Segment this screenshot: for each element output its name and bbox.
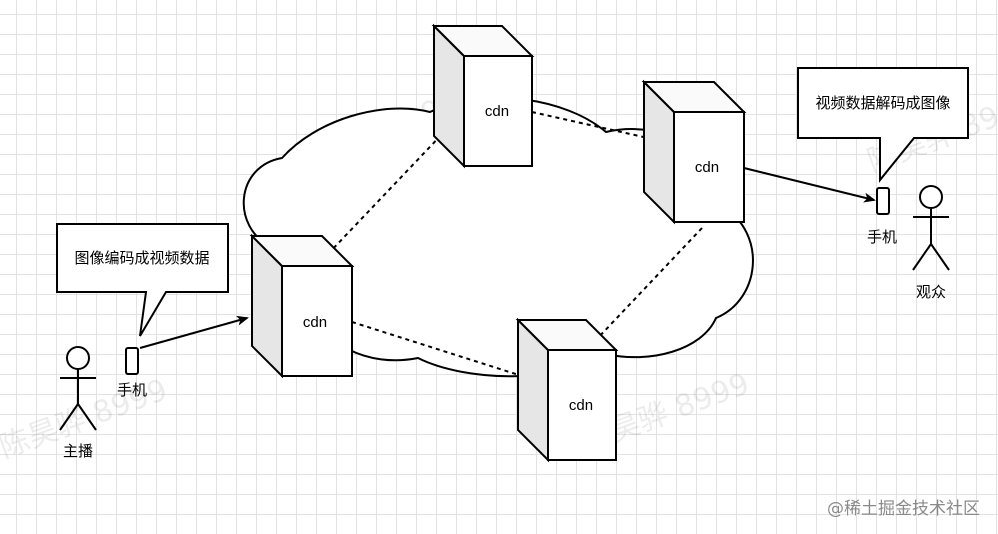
person-icon (66, 346, 90, 370)
streamer-figure (59, 346, 97, 431)
phone-label: 手机 (117, 382, 147, 399)
network-cloud (242, 96, 754, 378)
upload-arrow (139, 315, 249, 349)
phone-label: 手机 (867, 229, 897, 246)
cdn-node-left: cdn (249, 233, 355, 379)
person-icon (919, 185, 943, 209)
callout-text: 图像编码成视频数据 (74, 250, 209, 267)
streamer-label: 主播 (63, 443, 93, 460)
viewer-label: 观众 (916, 284, 946, 301)
viewer-phone: 手机 (867, 187, 897, 246)
link-left-bottom (351, 321, 523, 377)
cdn-label: cdn (569, 397, 593, 414)
cdn-node-bottom: cdn (515, 317, 619, 463)
callout-encode: 图像编码成视频数据 (56, 223, 229, 337)
callout-text: 视频数据解码成图像 (815, 95, 950, 112)
phone-icon (125, 347, 139, 375)
cdn-node-top: cdn (431, 23, 535, 169)
phone-icon (876, 187, 890, 215)
cdn-node-right: cdn (641, 79, 747, 225)
cdn-label: cdn (695, 159, 719, 176)
link-right-bottom (595, 227, 703, 341)
callout-decode: 视频数据解码成图像 (797, 67, 969, 183)
site-watermark: @稀土掘金技术社区 (827, 499, 980, 519)
download-arrow (743, 167, 876, 203)
cdn-label: cdn (303, 314, 327, 331)
streamer-phone: 手机 (117, 347, 147, 399)
cdn-label: cdn (485, 103, 509, 120)
viewer-figure (912, 185, 950, 271)
